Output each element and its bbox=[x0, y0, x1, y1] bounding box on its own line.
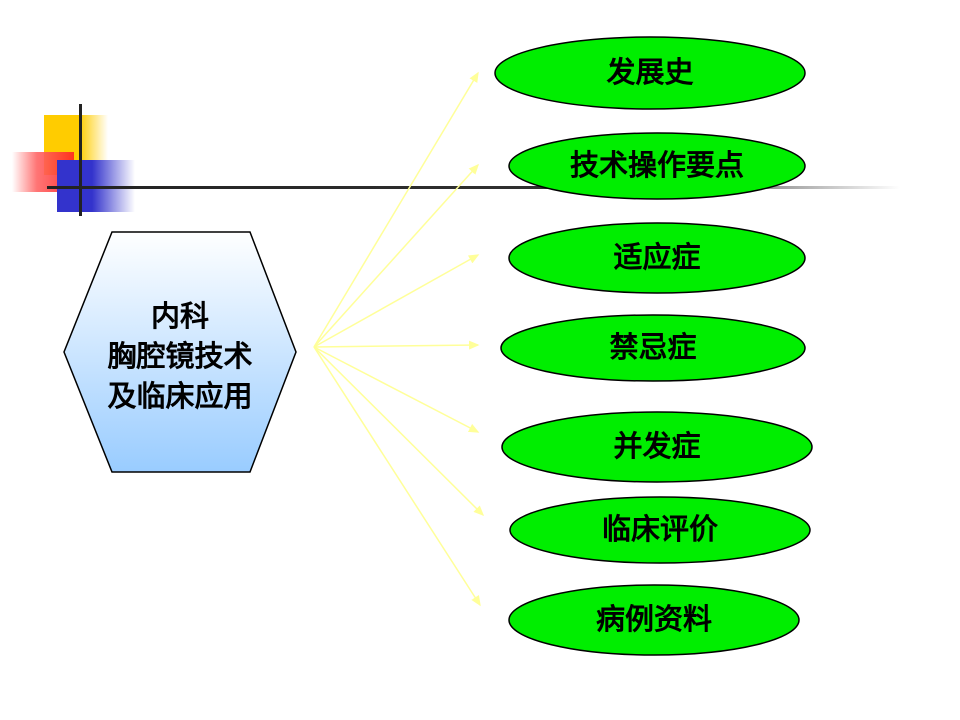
connector-arrow bbox=[313, 163, 480, 348]
topic-oval bbox=[508, 132, 806, 200]
topic-oval bbox=[509, 496, 811, 564]
topic-oval bbox=[500, 314, 806, 382]
deco-horizontal-rule bbox=[47, 186, 900, 189]
center-title: 内科 胸腔镜技术 及临床应用 bbox=[64, 296, 296, 416]
connector-arrow bbox=[313, 346, 485, 517]
center-title-line-1: 内科 bbox=[150, 299, 209, 333]
connector-arrow bbox=[313, 340, 480, 350]
topic-label: 并发症 bbox=[613, 429, 701, 463]
connector-group bbox=[313, 71, 485, 607]
topic-oval bbox=[508, 584, 800, 656]
topic-label: 病例资料 bbox=[595, 602, 712, 636]
topic-oval bbox=[508, 222, 806, 294]
connector-arrow bbox=[313, 71, 479, 348]
deco-vertical-rule bbox=[79, 104, 82, 216]
topic-label: 禁忌症 bbox=[609, 330, 697, 364]
connector-arrow bbox=[313, 346, 480, 433]
topic-label: 技术操作要点 bbox=[569, 148, 744, 182]
topic-oval bbox=[494, 36, 806, 110]
topic-label: 适应症 bbox=[613, 240, 701, 274]
topic-label: 临床评价 bbox=[601, 512, 718, 546]
center-title-line-3: 及临床应用 bbox=[107, 379, 253, 413]
center-hexagon bbox=[63, 231, 297, 473]
topic-oval bbox=[501, 411, 813, 483]
topic-oval-group bbox=[494, 36, 813, 656]
connector-arrow bbox=[313, 254, 480, 348]
topic-label: 发展史 bbox=[606, 55, 694, 89]
center-title-line-2: 胸腔镜技术 bbox=[107, 339, 253, 373]
connector-arrow bbox=[313, 346, 481, 607]
